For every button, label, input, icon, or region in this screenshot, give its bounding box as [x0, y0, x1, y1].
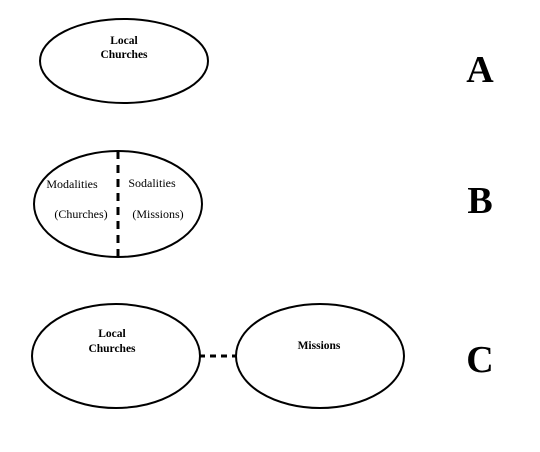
- panel-a: Local Churches A: [39, 18, 494, 104]
- modalities-title: Modalities: [46, 177, 98, 191]
- modalities-subtitle: (Churches): [54, 207, 107, 221]
- local-churches-label-a-line2: Churches: [100, 49, 148, 61]
- local-churches-ellipse-a: [39, 18, 209, 104]
- panel-letter-c: C: [466, 339, 493, 381]
- local-churches-label-c-line2: Churches: [88, 343, 136, 355]
- local-churches-label-a-line1: Local: [110, 35, 137, 47]
- missions-label: Missions: [298, 340, 341, 352]
- panel-letter-a: A: [466, 49, 494, 91]
- panel-letter-b: B: [467, 180, 492, 222]
- missions-ellipse: [235, 303, 405, 409]
- sodalities-subtitle: (Missions): [132, 207, 183, 221]
- local-churches-label-c-line1: Local: [98, 328, 125, 340]
- local-churches-ellipse-c: [31, 303, 201, 409]
- panel-c: Local Churches Missions C: [31, 303, 494, 409]
- panel-b: Modalities (Churches) Sodalities (Missio…: [33, 150, 493, 258]
- sodalities-title: Sodalities: [128, 176, 176, 190]
